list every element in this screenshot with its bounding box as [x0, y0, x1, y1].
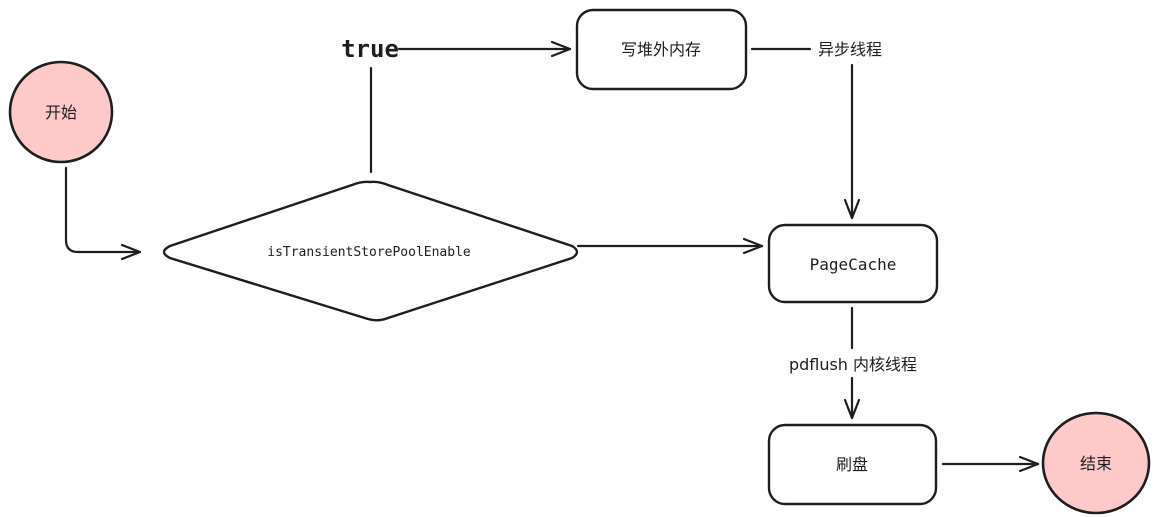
- flush-label: 刷盘: [836, 455, 868, 474]
- flush-box: [767, 423, 938, 506]
- end-node[interactable]: 结束: [1041, 411, 1151, 515]
- write-offheap-label: 写堆外内存: [621, 40, 701, 59]
- pagecache-label: PageCache: [810, 255, 897, 274]
- write-offheap-box: [575, 8, 748, 91]
- edge-start-to-decision: [64, 166, 142, 261]
- write-offheap-node[interactable]: 写堆外内存: [575, 8, 748, 91]
- end-circle: [1041, 411, 1151, 515]
- decision-node[interactable]: isTransientStorePoolEnable: [162, 180, 579, 322]
- pagecache-node[interactable]: PageCache: [767, 223, 939, 304]
- async-thread-edge-label: 异步线程: [818, 40, 882, 59]
- flush-node[interactable]: 刷盘: [767, 423, 938, 506]
- end-label: 结束: [1080, 454, 1112, 473]
- pdflush-edge-label: pdflush 内核线程: [789, 355, 917, 374]
- decision-label: isTransientStorePoolEnable: [267, 245, 471, 260]
- pagecache-box: [767, 223, 939, 304]
- start-circle: [8, 60, 114, 164]
- true-edge-label: true: [341, 35, 399, 63]
- decision-diamond: [162, 180, 579, 322]
- start-label: 开始: [45, 103, 77, 122]
- start-node[interactable]: 开始: [8, 60, 114, 164]
